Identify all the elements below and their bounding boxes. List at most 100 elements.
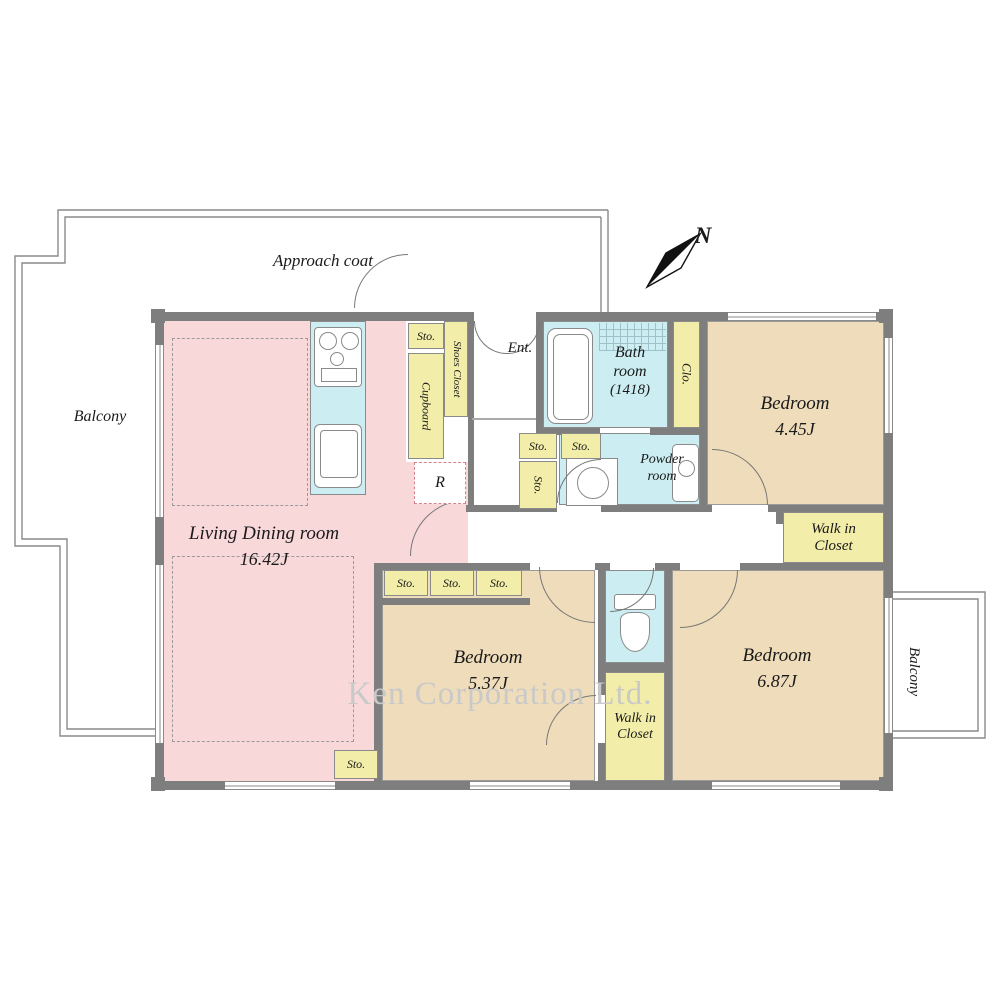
bedroom-ne-size: 4.45J <box>775 419 815 439</box>
storage-label: Sto. <box>396 575 416 590</box>
bath-tile-grid <box>599 323 666 351</box>
wall-bedroom-ne-bottom <box>768 505 884 512</box>
powder-room-name-2: room <box>647 469 677 484</box>
wall-left <box>155 312 164 790</box>
wic-east-label-2: Closet <box>814 537 853 554</box>
cupboard: Cupboard <box>408 353 444 459</box>
storage-label: Sto. <box>528 438 548 453</box>
storage-box-hall-1: Sto. <box>519 433 557 459</box>
stove-grill-icon <box>321 368 357 382</box>
wic-south-label-2: Closet <box>617 726 653 742</box>
bedroom-se-size: 6.87J <box>757 671 797 691</box>
walk-in-closet-south: Walk in Closet <box>605 672 665 781</box>
closet-clo: Clo. <box>673 321 700 428</box>
storage-box-bedroom-s-3: Sto. <box>476 570 522 596</box>
storage-box-hall-2: Sto. <box>561 433 601 459</box>
storage-box-hall-vertical: Sto. <box>519 461 557 509</box>
wall-top-left <box>155 312 472 321</box>
approach-label: Approach coat <box>273 251 373 270</box>
window <box>225 781 335 790</box>
bedroom-s-size: 5.37J <box>468 673 508 693</box>
storage-box-kitchen-top: Sto. <box>408 323 444 349</box>
wall-bedroom-se-top-2 <box>740 563 884 570</box>
walk-in-closet-east: Walk in Closet <box>783 512 884 563</box>
storage-label: Sto. <box>416 328 436 343</box>
bedroom-ne-name: Bedroom <box>760 393 830 414</box>
balcony-right-outline-inner <box>893 598 979 732</box>
balcony-right-outline-outer <box>893 591 986 739</box>
approach-balcony-outline-inner <box>21 216 601 730</box>
bathtub-icon <box>547 328 593 424</box>
wall-bedroom-s-top <box>376 598 530 605</box>
refrigerator-space: R <box>414 462 466 504</box>
window <box>712 781 840 790</box>
entrance-label: Ent. <box>507 340 533 356</box>
living-room-size: 16.42J <box>239 549 289 569</box>
wall-right <box>884 312 893 790</box>
wall-bedroom-se-top-1 <box>672 563 680 570</box>
wall-bath-powder-right <box>650 428 707 435</box>
cupboard-label: Cupboard <box>419 381 434 431</box>
window <box>884 338 893 433</box>
wall-bath-powder-left <box>536 428 600 435</box>
wall-corridor-bottom-1 <box>376 563 530 570</box>
stove-burner-icon <box>341 332 359 350</box>
approach-balcony-outline-outer <box>14 209 608 737</box>
toilet-bowl-icon <box>620 612 650 652</box>
living-dashed-zone-1 <box>172 338 308 506</box>
shoes-closet-label: Shoes Closet <box>450 340 463 398</box>
north-arrow-dark-half <box>647 234 700 287</box>
bathroom-name-1: Bath <box>614 344 646 361</box>
wall-bath-closet <box>668 312 673 428</box>
wall-bedroom-ne-left <box>700 312 707 512</box>
wall-bedroom-s-left <box>374 563 382 781</box>
pillar <box>151 309 165 323</box>
storage-box-bedroom-s-1: Sto. <box>384 570 428 596</box>
wall-bath-left <box>536 312 543 435</box>
storage-label: Sto. <box>489 575 509 590</box>
wall-wic-south-left-lower <box>598 743 605 781</box>
wall-entrance-living <box>468 312 474 505</box>
window <box>155 565 164 743</box>
north-arrow <box>645 232 702 289</box>
wic-south-label-1: Walk in <box>614 711 656 727</box>
powder-room-name-1: Powder <box>640 452 684 467</box>
north-label: N <box>694 223 712 248</box>
balcony-left-label: Balcony <box>73 408 127 425</box>
bathtub-basin-icon <box>553 334 589 420</box>
living-room-name: Living Dining room <box>188 523 340 544</box>
closet-label: Clo. <box>679 363 695 386</box>
pillar <box>879 309 893 323</box>
bedroom-s-name: Bedroom <box>453 647 523 668</box>
bathroom-name-2: room <box>613 363 647 380</box>
window <box>155 345 164 517</box>
wall-toilet-left <box>598 563 605 663</box>
wall-toilet-top-right <box>655 563 672 570</box>
wall-top-right <box>540 312 893 321</box>
wic-east-label-1: Walk in <box>811 521 856 538</box>
entrance-step-line <box>472 418 536 420</box>
shoes-closet: Shoes Closet <box>444 321 468 417</box>
storage-label: Sto. <box>571 438 591 453</box>
stove-burner-icon <box>319 332 337 350</box>
storage-label: Sto. <box>346 757 366 772</box>
pillar <box>151 777 165 791</box>
watermark: Ken Corporation Ltd. <box>347 676 653 712</box>
living-dashed-zone-2 <box>172 556 354 742</box>
storage-label: Sto. <box>531 475 546 495</box>
wall-wic-south-left-upper <box>598 663 605 695</box>
wall-toilet-wic-divider <box>598 663 672 672</box>
balcony-door-window <box>884 598 893 733</box>
wall-corridor-top-1 <box>466 505 557 512</box>
storage-box-living: Sto. <box>334 750 378 779</box>
powder-sink-bowl-icon <box>678 460 695 477</box>
bedroom-se-name: Bedroom <box>742 645 812 666</box>
window <box>728 312 876 321</box>
balcony-right-label: Balcony <box>906 647 922 697</box>
bathroom-size: (1418) <box>610 382 650 398</box>
wall-corridor-top-2 <box>601 505 712 512</box>
stove-burner-icon <box>330 352 344 366</box>
wall-bedroom-se-left <box>665 563 672 781</box>
